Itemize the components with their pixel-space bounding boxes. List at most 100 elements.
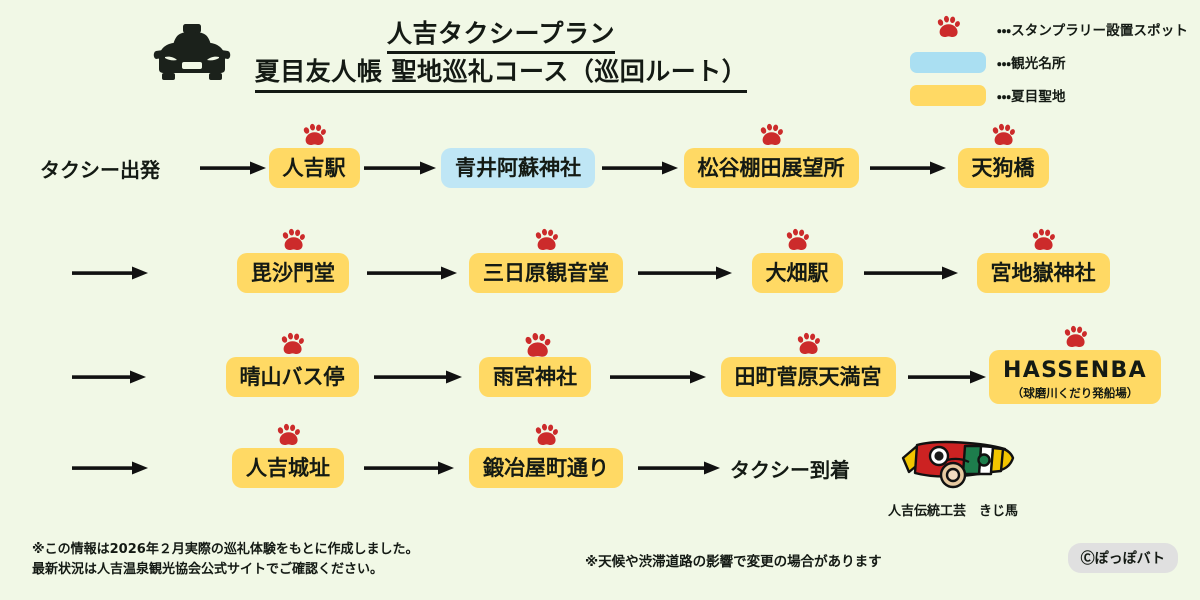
paw-print-icon — [533, 228, 559, 252]
flow-node-kajiyamachi-street[interactable]: 鍛冶屋町通り — [464, 423, 628, 508]
paw-print-icon — [279, 332, 305, 356]
paw-print-icon — [784, 228, 810, 252]
node-sublabel: （球磨川くだり発船場） — [1011, 385, 1139, 400]
flow-end-label: タクシー到着 — [730, 428, 900, 508]
node-box[interactable]: 晴山バス停 — [225, 332, 359, 398]
legend-label: ・・・スタンプラリー設置スポット — [996, 23, 1188, 39]
arrow-icon — [598, 128, 680, 208]
arrow-icon — [362, 337, 472, 417]
page-title-line2: 夏目友人帳 聖地巡礼コース（巡回ルート） — [254, 56, 748, 93]
paw-print-icon — [990, 123, 1016, 147]
node-label: 大畑駅 — [765, 260, 829, 285]
arrow-icon — [356, 233, 466, 313]
node-label: 宮地嶽神社 — [990, 260, 1096, 285]
taxi-icon — [153, 22, 231, 88]
arrow-icon — [0, 428, 224, 508]
footer-note: ※この情報は2026年２月実際の巡礼体験をもとに作成しました。 最新状況は人吉温… — [32, 540, 419, 580]
node-label: 晴山バス停 — [239, 364, 345, 389]
flow-node-hitoyoshi-station[interactable]: 人吉駅 — [268, 123, 360, 208]
paw-print-icon — [1062, 325, 1088, 349]
legend: ・・・スタンプラリー設置スポット ・・・観光名所 ・・・夏目聖地 — [909, 15, 1188, 108]
arrow-icon — [628, 428, 730, 508]
flow-row-2: 毘沙門堂 三日原観音堂 大畑駅 — [0, 228, 1200, 313]
legend-key — [909, 15, 987, 43]
footer-note-line1: ※この情報は2026年２月実際の巡礼体験をもとに作成しました。 — [32, 542, 419, 557]
arrow-icon — [352, 428, 464, 508]
yellow-swatch-icon — [909, 84, 986, 106]
arrow-icon — [0, 233, 230, 313]
legend-key — [909, 84, 987, 106]
flow-node-matsutani-tanada[interactable]: 松谷棚田展望所 — [680, 123, 862, 208]
flow-node-okoba-station[interactable]: 大畑駅 — [742, 228, 852, 313]
node-box[interactable]: 青井阿蘇神社 — [441, 147, 595, 189]
end-text: タクシー到着 — [730, 457, 850, 482]
flow-node-tamachi-sugawara-tenmangu[interactable]: 田町菅原天満宮 — [716, 332, 900, 417]
paw-print-icon — [795, 332, 821, 356]
kijiuma-caption: 人吉伝統工芸 きじ馬 — [887, 504, 1018, 519]
arrow-icon — [598, 337, 716, 417]
page-title-line1: 人吉タクシープラン — [386, 18, 615, 55]
node-box[interactable]: 三日原観音堂 — [469, 228, 623, 294]
paw-print-icon — [935, 15, 961, 43]
node-box[interactable]: 大畑駅 — [751, 228, 843, 294]
flow-start-label: タクシー出発 — [0, 128, 200, 208]
node-label: 雨宮神社 — [493, 364, 577, 389]
node-box[interactable]: 天狗橋 — [957, 123, 1049, 189]
blue-swatch-icon — [909, 51, 986, 73]
paw-print-icon — [1030, 228, 1056, 252]
arrow-icon — [0, 337, 222, 417]
node-label: 三日原観音堂 — [483, 260, 609, 285]
node-label: 鍛冶屋町通り — [483, 455, 609, 480]
start-text: タクシー出発 — [40, 157, 160, 182]
arrow-icon — [862, 128, 948, 208]
node-label: 人吉駅 — [282, 155, 346, 180]
node-label: 青井阿蘇神社 — [455, 155, 581, 180]
flow-row-3: 晴山バス停 雨宮神社 田町菅原天満宮 — [0, 325, 1200, 417]
kijiuma-icon — [887, 440, 1019, 498]
paw-print-icon — [280, 228, 306, 252]
paw-print-icon — [522, 332, 551, 357]
flow-node-aoi-aso-shrine[interactable]: 青井阿蘇神社 — [438, 128, 598, 208]
paw-print-icon — [301, 123, 327, 147]
footer-disclaimer: ※天候や渋滞道路の影響で変更の場合があります — [585, 554, 882, 570]
arrow-icon — [626, 233, 742, 313]
flow-node-bishamondo[interactable]: 毘沙門堂 — [230, 228, 356, 313]
node-label: 田町菅原天満宮 — [734, 364, 882, 389]
poster-header: 人吉タクシープラン 夏目友人帳 聖地巡礼コース（巡回ルート） — [0, 18, 900, 93]
node-box[interactable]: 田町菅原天満宮 — [720, 332, 896, 398]
node-box[interactable]: 人吉城址 — [232, 423, 344, 489]
flow-node-mikkabaru-kannondo[interactable]: 三日原観音堂 — [466, 228, 626, 313]
paw-print-icon — [533, 423, 559, 447]
node-label: 天狗橋 — [971, 155, 1035, 180]
legend-label: ・・・夏目聖地 — [996, 89, 1066, 105]
arrow-icon — [900, 337, 992, 417]
footer-note-line2: 最新状況は人吉温泉観光協会公式サイトでご確認ください。 — [32, 562, 384, 578]
legend-key — [909, 51, 987, 73]
legend-item-sightseeing: ・・・観光名所 — [909, 49, 1188, 75]
legend-label: ・・・観光名所 — [996, 56, 1066, 72]
node-box[interactable]: 毘沙門堂 — [237, 228, 349, 294]
flow-node-hareyama-bus-stop[interactable]: 晴山バス停 — [222, 332, 362, 417]
flow-node-hassenba[interactable]: HASSENBA （球磨川くだり発船場） — [989, 325, 1161, 417]
legend-item-natsume: ・・・夏目聖地 — [909, 82, 1188, 108]
arrow-icon — [200, 128, 268, 208]
flow-row-1: タクシー出発 人吉駅 青井阿蘇神社 — [0, 123, 1200, 208]
node-label: HASSENBA — [1003, 358, 1147, 384]
kijiuma-block: 人吉伝統工芸 きじ馬 — [878, 432, 1028, 519]
flow-node-amemiya-shrine[interactable]: 雨宮神社 — [472, 332, 598, 417]
node-box[interactable]: 人吉駅 — [268, 123, 360, 189]
node-box[interactable]: 宮地嶽神社 — [976, 228, 1110, 294]
paw-print-icon — [275, 423, 301, 447]
copyright-badge: Ⓒぽっぽバト — [1067, 543, 1178, 573]
flow-node-hitoyoshi-castle-ruins[interactable]: 人吉城址 — [224, 423, 352, 508]
node-box[interactable]: 雨宮神社 — [479, 332, 591, 398]
node-box[interactable]: 松谷棚田展望所 — [683, 123, 859, 189]
flow-node-miyajidake-shrine[interactable]: 宮地嶽神社 — [968, 228, 1118, 313]
legend-item-stamp-rally: ・・・スタンプラリー設置スポット — [909, 15, 1188, 43]
node-label: 松谷棚田展望所 — [697, 155, 845, 180]
node-box[interactable]: 鍛冶屋町通り — [469, 423, 623, 489]
node-box[interactable]: HASSENBA （球磨川くだり発船場） — [989, 325, 1161, 404]
flow-node-tengu-bridge[interactable]: 天狗橋 — [948, 123, 1058, 208]
paw-print-icon — [758, 123, 784, 147]
